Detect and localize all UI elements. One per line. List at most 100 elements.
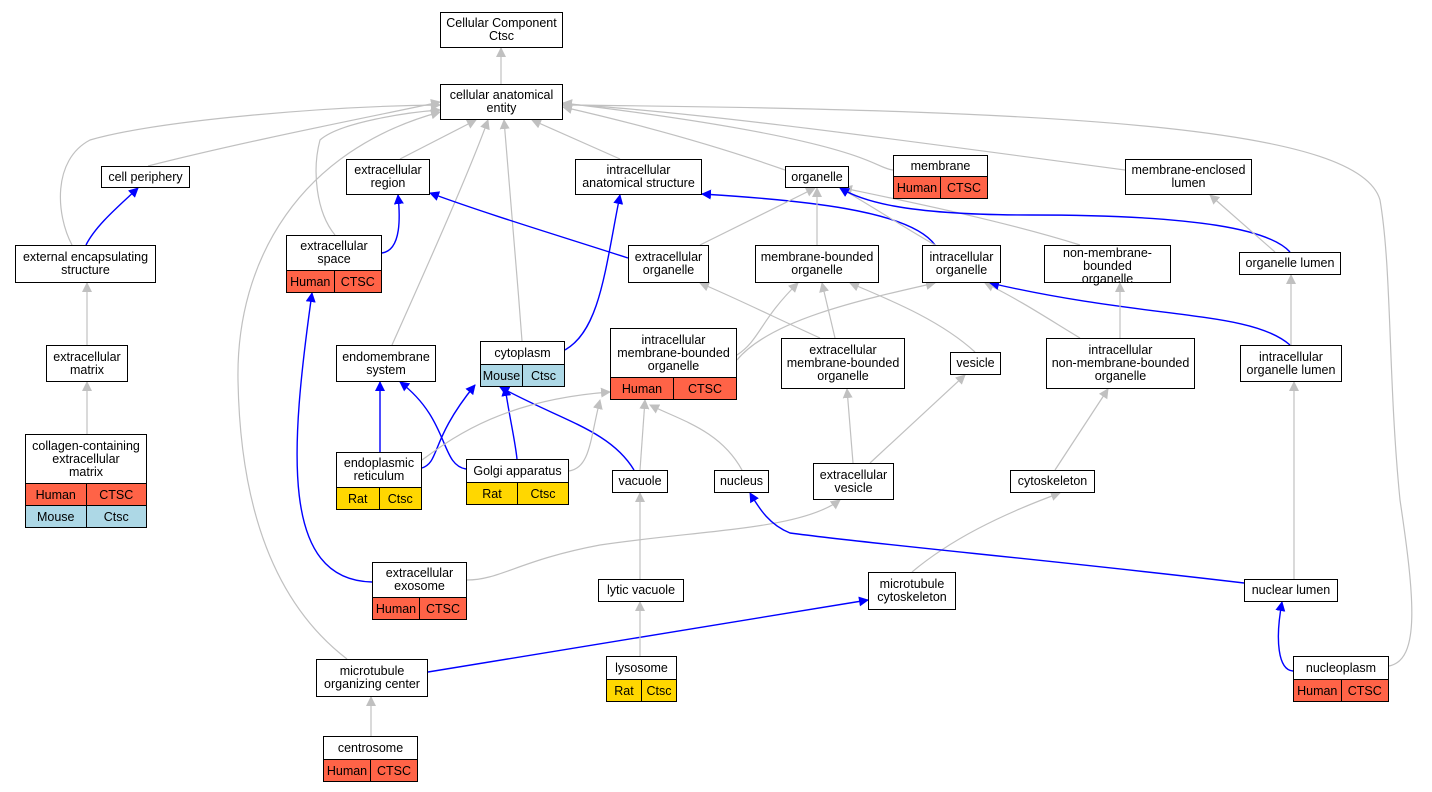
intracellular-anatomical-structure-node[interactable]: intracellular anatomical structure <box>575 159 702 195</box>
nuclear-lumen-node[interactable]: nuclear lumen <box>1244 579 1338 602</box>
cellular-anatomical-entity-node[interactable]: cellular anatomical entity <box>440 84 563 120</box>
gene-cell: CTSC <box>1340 680 1388 701</box>
term-label: endomembrane system <box>342 349 430 377</box>
membrane-bounded-organelle-node[interactable]: membrane-bounded organelle <box>755 245 879 283</box>
edge-is-a-cytoskel-to-inmbo <box>1054 388 1109 471</box>
edge-is-a-imbo-to-mbo <box>736 282 799 356</box>
microtubule-cytoskeleton-node[interactable]: microtubule cytoskeleton <box>868 572 956 610</box>
edge-part-of-nuclumen-to-nucleus <box>749 492 1245 584</box>
extracellular-membrane-bounded-organelle-node[interactable]: extracellular membrane-bounded organelle <box>781 338 905 389</box>
edge-is-a-extorg-to-organelle <box>699 187 816 246</box>
term-label: non-membrane-bounded organelle <box>1063 246 1152 286</box>
lytic-vacuole-node[interactable]: lytic vacuole <box>598 579 684 602</box>
species-cell: Human <box>324 760 370 781</box>
term-label: intracellular membrane-bounded organelle <box>617 332 730 373</box>
term-label: extracellular membrane-bounded organelle <box>786 343 900 383</box>
term-label: membrane <box>910 158 971 173</box>
term-label: intracellular anatomical structure <box>582 163 695 190</box>
edge-is-a-cellper-to-cae <box>147 99 441 167</box>
term-label: extracellular matrix <box>53 349 121 377</box>
membrane-enclosed-lumen-node[interactable]: membrane-enclosed lumen <box>1125 159 1252 195</box>
gene-cell: Ctsc <box>522 365 564 386</box>
nucleus-node[interactable]: nucleus <box>714 470 769 493</box>
term-label: external encapsulating structure <box>22 250 149 277</box>
species-cell: Mouse <box>26 506 86 527</box>
term-label: nuclear lumen <box>1251 583 1331 597</box>
cell-periphery-node[interactable]: cell periphery <box>101 166 190 188</box>
term-label: extracellular vesicle <box>819 467 888 495</box>
term-label: extracellular space <box>300 239 368 266</box>
microtubule-organizing-center-node[interactable]: microtubule organizing center <box>316 659 428 697</box>
edge-is-a-imbo-to-intorg <box>736 280 936 361</box>
edge-is-a-membrane-to-cae <box>562 99 894 171</box>
intracellular-organelle-lumen-node[interactable]: intracellular organelle lumen <box>1240 345 1342 382</box>
term-label: extracellular region <box>354 163 422 190</box>
intracellular-membrane-bounded-organelle-node[interactable]: intracellular membrane-bounded organelle… <box>610 328 737 400</box>
term-label: Golgi apparatus <box>473 463 562 478</box>
edge-part-of-exosome-to-extspace <box>296 292 373 583</box>
term-label: membrane-bounded organelle <box>760 250 874 277</box>
term-label: intracellular non-membrane-bounded organ… <box>1051 343 1190 383</box>
edge-is-a-ees-to-cae <box>59 100 441 246</box>
organelle-lumen-node[interactable]: organelle lumen <box>1239 252 1341 275</box>
endomembrane-system-node[interactable]: endomembrane system <box>336 345 436 382</box>
external-encapsulating-structure-node[interactable]: external encapsulating structure <box>15 245 156 283</box>
term-label: nucleus <box>719 474 764 488</box>
term-label: microtubule organizing center <box>324 664 420 691</box>
edge-is-a-vesicle-to-mbo <box>849 281 976 353</box>
species-cell: Human <box>287 271 334 292</box>
extracellular-matrix-node[interactable]: extracellular matrix <box>46 345 128 382</box>
edge-is-a-endo-to-cae <box>391 119 490 346</box>
root-node[interactable]: Cellular Component Ctsc <box>440 12 563 48</box>
edge-part-of-ees-to-cellper <box>85 187 139 246</box>
term-label: organelle lumen <box>1245 256 1335 270</box>
term-label: microtubule cytoskeleton <box>877 577 947 604</box>
species-cell: Rat <box>467 483 517 504</box>
edge-is-a-mtcyto-to-cytoskel <box>911 491 1061 573</box>
edge-part-of-cytoplasm-to-ias <box>564 194 624 351</box>
organelle-node[interactable]: organelle <box>785 166 849 188</box>
edge-is-a-inmbo-to-intorg <box>984 282 1081 339</box>
edge-is-a-nmbo-to-organelle <box>842 184 1081 246</box>
term-label: extracellular exosome <box>385 566 454 593</box>
term-label: membrane-enclosed lumen <box>1131 163 1246 190</box>
edge-part-of-nucleoplasm-to-nuclumen <box>1275 601 1294 672</box>
vesicle-node[interactable]: vesicle <box>950 352 1001 375</box>
edge-is-a-exosome-to-extves <box>466 499 841 581</box>
term-label: cell periphery <box>108 169 183 184</box>
term-label: nucleoplasm <box>1305 660 1377 675</box>
collagen-containing-extracellular-matrix-node[interactable]: collagen-containing extracellular matrix… <box>25 434 147 528</box>
intracellular-non-membrane-bounded-organelle-node[interactable]: intracellular non-membrane-bounded organ… <box>1046 338 1195 389</box>
extracellular-organelle-node[interactable]: extracellular organelle <box>628 245 709 283</box>
edge-is-a-nucleus-to-imbo <box>649 404 743 471</box>
extracellular-vesicle-node[interactable]: extracellular vesicle <box>813 463 894 500</box>
cytoskeleton-node[interactable]: cytoskeleton <box>1010 470 1095 493</box>
term-label: intracellular organelle lumen <box>1246 349 1336 377</box>
gene-cell: CTSC <box>370 760 417 781</box>
extracellular-region-node[interactable]: extracellular region <box>346 159 430 195</box>
edge-is-a-nucleoplasm-to-cae <box>562 100 1413 667</box>
non-membrane-bounded-organelle-node[interactable]: non-membrane-bounded organelle <box>1044 245 1171 286</box>
edge-part-of-orglumen-to-organelle <box>839 187 1291 253</box>
term-label: extracellular organelle <box>634 250 703 277</box>
intracellular-organelle-node[interactable]: intracellular organelle <box>922 245 1001 283</box>
vacuole-node[interactable]: vacuole <box>612 470 668 493</box>
species-cell: Human <box>894 177 940 198</box>
term-label: cellular anatomical entity <box>449 88 554 115</box>
